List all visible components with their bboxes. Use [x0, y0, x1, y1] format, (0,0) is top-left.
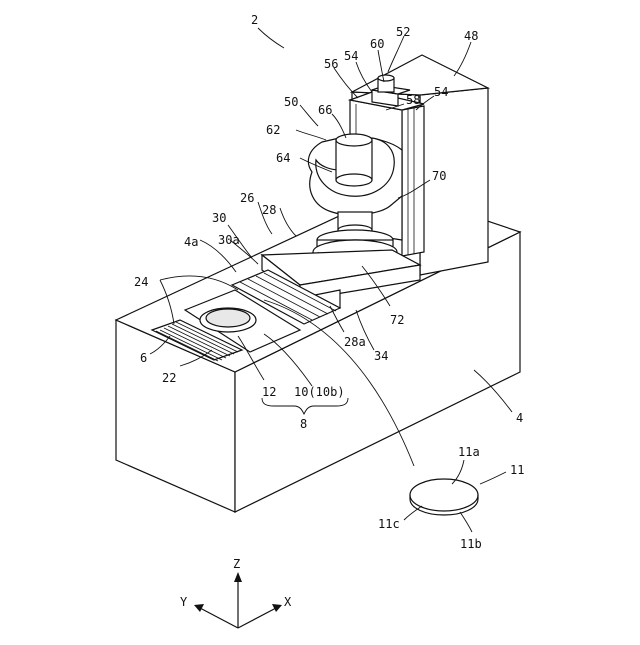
wafer: [410, 479, 478, 515]
label-30a: 30a: [218, 233, 240, 247]
label-52: 52: [396, 25, 410, 39]
label-12: 12: [262, 385, 276, 399]
label-50: 50: [284, 95, 298, 109]
label-54-side: 54: [434, 85, 448, 99]
axis-indicator: Z Y X: [180, 557, 292, 628]
label-11: 11: [510, 463, 524, 477]
label-11c: 11c: [378, 517, 400, 531]
label-54-top: 54: [344, 49, 358, 63]
label-70: 70: [432, 169, 446, 183]
label-72: 72: [390, 313, 404, 327]
label-6: 6: [140, 351, 147, 365]
label-figure-number: 2: [251, 13, 258, 27]
label-66: 66: [318, 103, 332, 117]
label-56: 56: [324, 57, 338, 71]
label-28: 28: [262, 203, 276, 217]
label-22: 22: [162, 371, 176, 385]
label-11b: 11b: [460, 537, 482, 551]
label-34: 34: [374, 349, 388, 363]
label-8: 8: [300, 417, 307, 431]
label-30: 30: [212, 211, 226, 225]
label-60: 60: [370, 37, 384, 51]
label-62: 62: [266, 123, 280, 137]
label-48: 48: [464, 29, 478, 43]
label-28a: 28a: [344, 335, 366, 349]
label-4: 4: [516, 411, 523, 425]
label-10-10b: 10(10b): [294, 385, 345, 399]
label-26: 26: [240, 191, 254, 205]
label-58: 58: [406, 93, 420, 107]
axis-x-label: X: [284, 595, 292, 609]
label-24: 24: [134, 275, 148, 289]
label-4a: 4a: [184, 235, 198, 249]
label-11a: 11a: [458, 445, 480, 459]
axis-y-label: Y: [180, 595, 188, 609]
label-64: 64: [276, 151, 290, 165]
axis-z-label: Z: [233, 557, 240, 571]
